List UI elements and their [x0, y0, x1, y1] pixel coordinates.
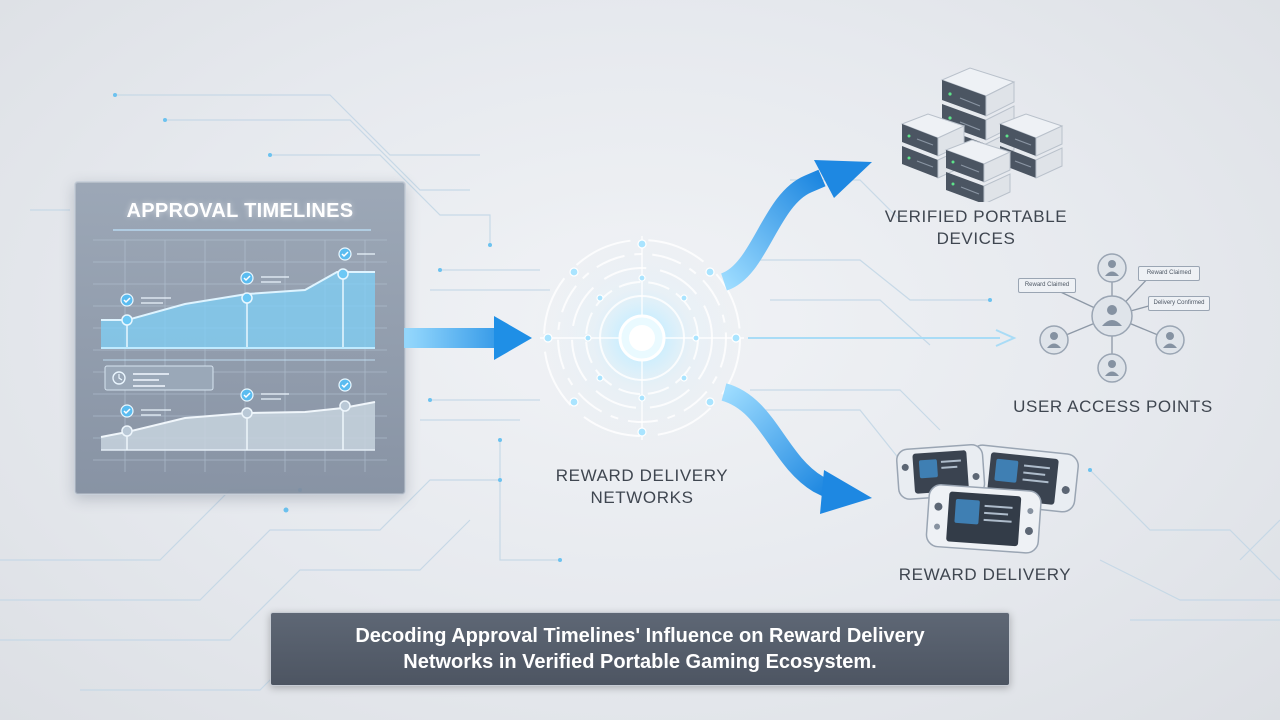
caption-line2: Networks in Verified Portable Gaming Eco…	[403, 651, 877, 673]
user-tag-2: Reward Claimed	[1138, 266, 1200, 281]
output-label-devices-line2: DEVICES	[936, 229, 1016, 248]
user-network-icon: Reward Claimed Reward Claimed Delivery C…	[1012, 252, 1212, 388]
input-arrow	[404, 316, 532, 360]
output-label-reward: REWARD DELIVERY	[880, 564, 1090, 586]
output-arrow-reward	[721, 383, 872, 514]
user-tag-3: Delivery Confirmed	[1148, 296, 1210, 311]
output-label-access-points-line1: USER ACCESS POINTS	[1013, 397, 1213, 416]
caption-box: Decoding Approval Timelines' Influence o…	[270, 612, 1010, 686]
output-label-reward-line1: REWARD DELIVERY	[898, 565, 1072, 584]
approval-timelines-title: APPROVAL TIMELINES	[126, 200, 354, 222]
hub-label: REWARD DELIVERY NETWORKS	[530, 465, 754, 509]
user-tag-1: Reward Claimed	[1018, 278, 1076, 293]
timeline-charts	[93, 229, 387, 472]
server-stack-icon	[900, 67, 1064, 202]
hub-label-line2: NETWORKS	[590, 488, 694, 507]
hub-icon	[532, 228, 752, 448]
output-label-access-points: USER ACCESS POINTS	[1000, 396, 1226, 418]
approval-timelines-panel: APPROVAL TIMELINES	[74, 181, 406, 495]
handheld-console-icon	[895, 443, 1079, 554]
output-label-devices-line1: VERIFIED PORTABLE	[884, 207, 1068, 226]
output-arrow-access-points	[748, 329, 1017, 347]
hub-label-line1: REWARD DELIVERY	[555, 466, 729, 485]
caption-line1: Decoding Approval Timelines' Influence o…	[355, 625, 925, 647]
output-arrow-devices	[720, 160, 872, 291]
output-label-devices: VERIFIED PORTABLE DEVICES	[866, 206, 1086, 250]
